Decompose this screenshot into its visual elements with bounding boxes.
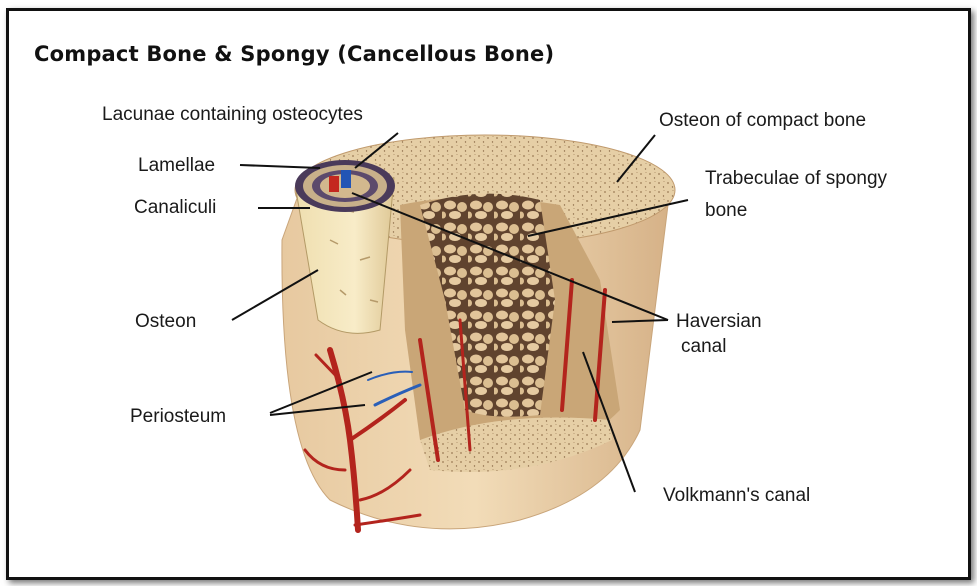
label-trabeculae-line1: Trabeculae of spongy [705,168,887,190]
label-osteon-compact: Osteon of compact bone [659,110,866,132]
label-lacunae: Lacunae containing osteocytes [102,104,363,126]
label-trabeculae-line2: bone [705,200,747,222]
label-periosteum: Periosteum [130,406,226,428]
label-volkmann: Volkmann's canal [663,485,810,507]
label-osteon: Osteon [135,311,196,333]
diagram-title: Compact Bone & Spongy (Cancellous Bone) [34,42,554,66]
label-canaliculi: Canaliculi [134,197,216,219]
label-haversian-line2: canal [681,336,726,358]
label-lamellae: Lamellae [138,155,215,177]
label-haversian-line1: Haversian [676,311,762,333]
